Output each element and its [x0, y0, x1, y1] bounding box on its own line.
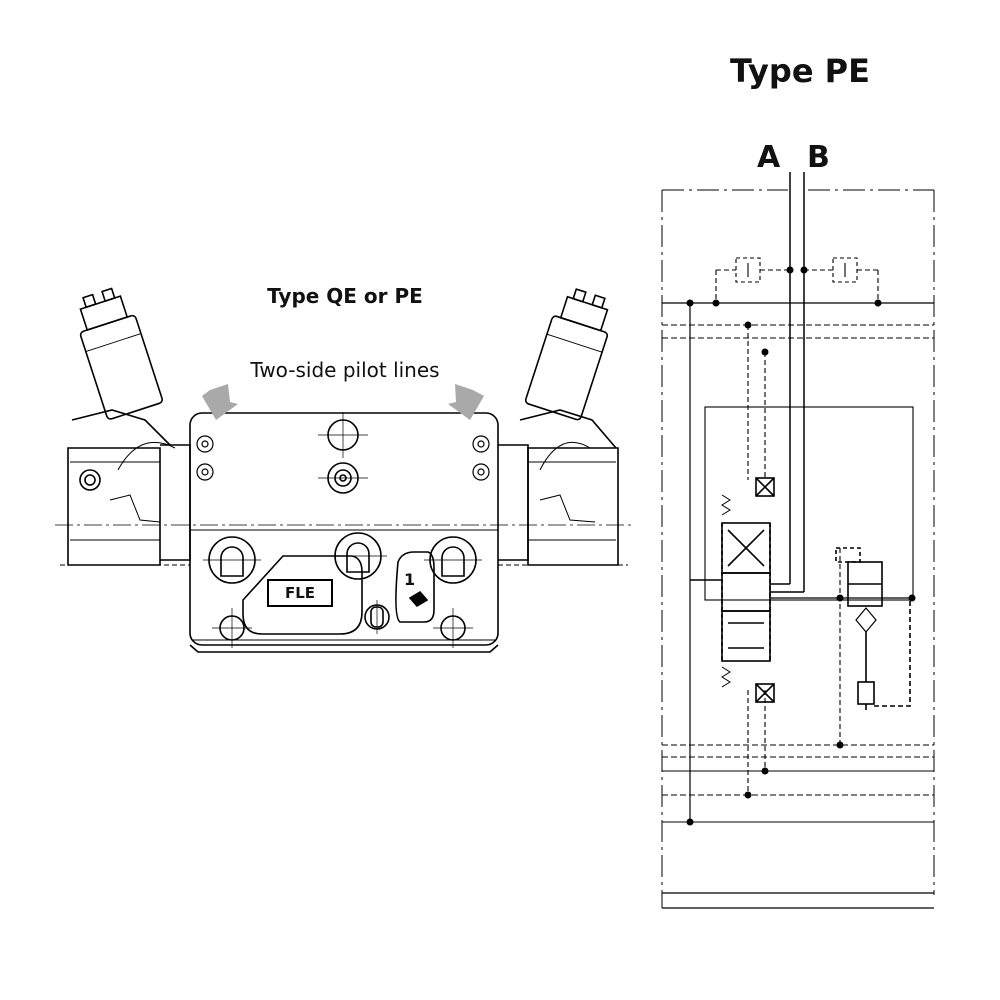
- plate-label: FLE: [284, 584, 316, 602]
- port-b-label: B: [807, 140, 830, 175]
- port-lines: [770, 172, 805, 593]
- pilot-arrow-left: [202, 384, 238, 420]
- galleries: [662, 324, 934, 823]
- directional-valve: [721, 477, 775, 703]
- bottom-plug: [364, 600, 390, 634]
- compensator-valve: [835, 547, 911, 710]
- right-solenoid: [498, 288, 628, 566]
- section-tag: [395, 551, 435, 623]
- upper-port-top: [318, 412, 368, 458]
- schematic-title: Type PE: [730, 52, 870, 90]
- fle-nameplate: [242, 555, 363, 635]
- upper-port-middle: [318, 462, 368, 494]
- hydraulic-schematic: [661, 172, 935, 909]
- mounting-holes-right: [472, 435, 490, 481]
- left-solenoid: [60, 287, 191, 566]
- valve-section-drawing: [55, 287, 635, 653]
- section-number: 1: [404, 570, 416, 589]
- junction-dots: [686, 266, 916, 826]
- pilot-arrow-right: [448, 384, 484, 420]
- mounting-holes-left: [196, 435, 214, 481]
- valve-drawing-title: Type QE or PE: [267, 284, 423, 308]
- shuttle-valves: [715, 257, 879, 303]
- pilot-lines-label: Two-side pilot lines: [250, 358, 440, 382]
- bottom-port-left: [212, 608, 252, 648]
- lower-port-left: [203, 536, 261, 584]
- bottom-port-right: [433, 608, 473, 648]
- port-a-label: A: [757, 140, 781, 175]
